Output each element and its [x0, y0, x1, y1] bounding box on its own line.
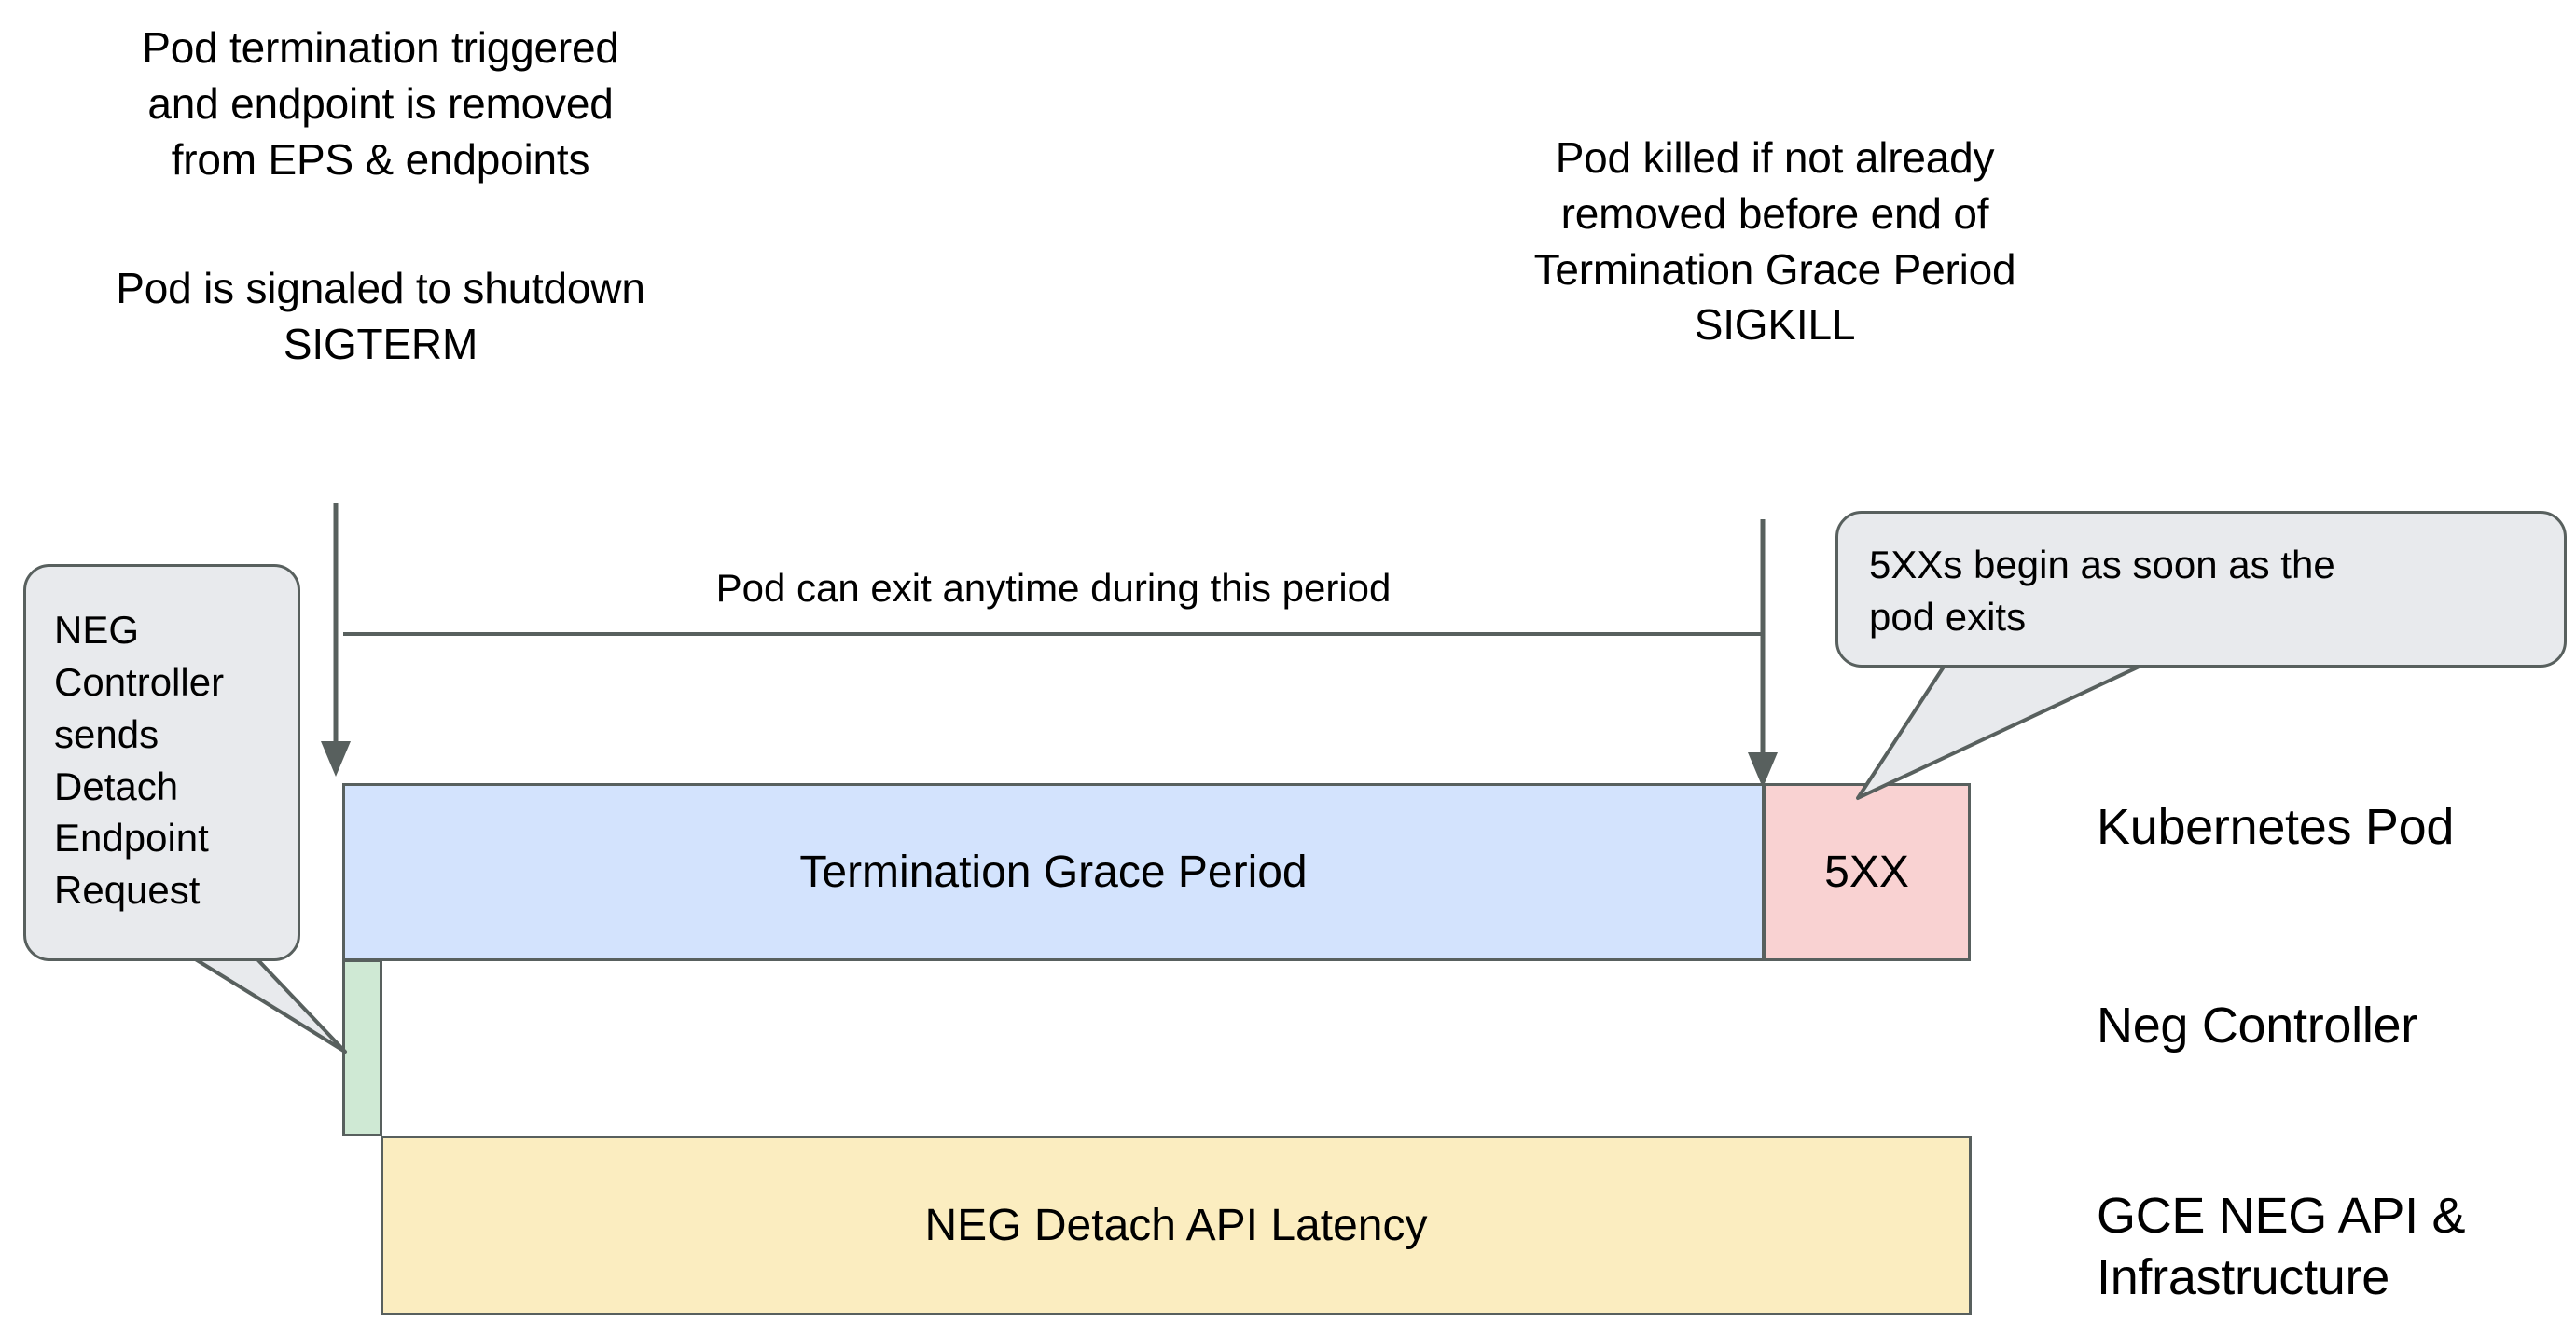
callout-5xx-begin — [1835, 511, 2567, 668]
bar-label-5xx: 5XX — [1824, 847, 1909, 897]
bar-5xx: 5XX — [1763, 783, 1971, 961]
callout-tail-right — [1856, 656, 2147, 800]
bar-label-neg-detach-api-latency: NEG Detach API Latency — [924, 1201, 1428, 1250]
bar-label-termination-grace-period: Termination Grace Period — [799, 847, 1308, 897]
arrow-down-icon-right — [1748, 519, 1778, 788]
bar-neg-detach-request — [342, 959, 382, 1136]
callout-neg-controller-detach — [23, 564, 300, 961]
lane-label-gce-neg-api: GCE NEG API & Infrastructure — [2097, 1188, 2466, 1305]
bar-termination-grace-period: Termination Grace Period — [342, 783, 1765, 961]
note-sigkill: Pod killed if not already removed before… — [1533, 133, 2016, 350]
note-termination-triggered: Pod termination triggered and endpoint i… — [142, 23, 619, 184]
lane-label-kubernetes-pod: Kubernetes Pod — [2097, 799, 2455, 855]
bar-neg-detach-api-latency: NEG Detach API Latency — [381, 1136, 1972, 1315]
period-caption: Pod can exit anytime during this period — [715, 566, 1392, 610]
note-sigterm: Pod is signaled to shutdown SIGTERM — [116, 264, 645, 368]
callout-5xx-begin-text: 5XXs begin as soon as the pod exits — [1869, 543, 2335, 639]
arrow-down-icon-left — [321, 503, 351, 777]
callout-tail-left — [180, 949, 347, 1054]
lane-label-neg-controller: Neg Controller — [2097, 998, 2417, 1054]
callout-neg-controller-detach-text: NEG Controller sends Detach Endpoint Req… — [54, 608, 225, 913]
